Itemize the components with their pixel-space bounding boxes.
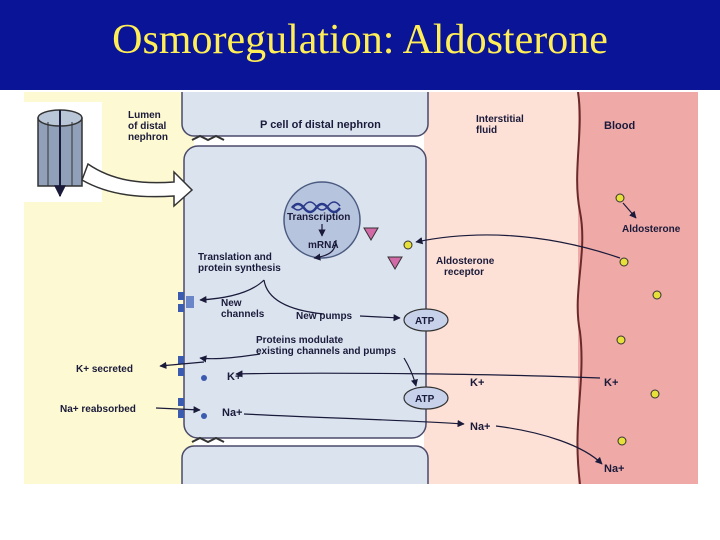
translation-label: Translation and protein synthesis <box>198 252 281 274</box>
interstitial-label-line-1: Interstitial <box>476 114 524 125</box>
modulate-to-channels-arrow <box>199 353 261 363</box>
na-interstitial-to-blood-arrow <box>495 425 603 465</box>
na-reabsorbed-label: Na+ reabsorbed <box>60 404 136 415</box>
aldosterone-receptor-label-line-2: receptor <box>444 267 484 278</box>
proteins-modulate-label-line-2: existing channels and pumps <box>256 346 396 357</box>
interstitial-region <box>424 92 578 484</box>
k-channel <box>178 356 184 376</box>
new-channels <box>178 292 194 312</box>
new-channels-label: New channels <box>221 298 265 320</box>
na-cell-label: Na+ <box>222 407 243 419</box>
translation-to-pumps-arrow <box>263 279 325 315</box>
interstitial-label: Interstitial fluid <box>476 114 527 136</box>
blood-region <box>578 92 698 484</box>
aldosterone-molecule-1-arrow <box>622 202 637 219</box>
translation-label-line-2: protein synthesis <box>198 263 281 274</box>
na-channel <box>178 398 184 418</box>
aldosterone-molecule-1 <box>615 193 625 203</box>
new-pumps-label: New pumps <box>296 311 353 322</box>
new-channels-label-line-1: New <box>221 298 242 309</box>
p-cell-label: P cell of distal nephron <box>260 119 381 131</box>
atp-pump-top <box>403 308 449 332</box>
aldosterone-receptor-label: Aldosterone receptor <box>436 256 497 278</box>
aldosterone-label: Aldosterone <box>622 224 681 235</box>
new-channels-label-line-2: channels <box>221 309 265 320</box>
nephron-tubule-icon <box>37 109 83 198</box>
nucleus <box>283 181 361 259</box>
k-blood-to-cell-arrow <box>235 370 601 379</box>
aldosterone-entry-arrow <box>415 234 621 259</box>
k-cell-label: K+ <box>227 371 241 383</box>
na-interstitial-label: Na+ <box>470 421 491 433</box>
aldosterone-molecule-2 <box>619 257 629 267</box>
aldosterone-in-cell <box>403 240 413 250</box>
atp-bottom-label: ATP <box>415 394 435 405</box>
lumen-label: Lumen of distal nephron <box>128 110 169 143</box>
aldosterone-molecule-4 <box>616 335 626 345</box>
proteins-modulate-label: Proteins modulate existing channels and … <box>256 335 396 357</box>
aldosterone-receptor-free <box>387 256 403 270</box>
blood-label: Blood <box>604 120 635 132</box>
k-blood-label: K+ <box>604 377 618 389</box>
tight-junction-bottom <box>191 436 225 444</box>
na-cell-to-interstitial-arrow <box>243 413 465 428</box>
k-interstitial-label: K+ <box>470 377 484 389</box>
diagram: Transcription mRNA Lumen of distal nephr… <box>24 92 698 484</box>
blood-vessel-wall <box>576 92 584 484</box>
slide-title: Osmoregulation: Aldosterone <box>112 17 608 63</box>
mrna-to-translation-arrow <box>313 239 337 261</box>
atp-top-label: ATP <box>415 316 435 327</box>
aldosterone-molecule-6 <box>617 436 627 446</box>
tight-junction-top <box>191 134 225 142</box>
atp-pump-bottom <box>403 386 449 410</box>
na-ion <box>201 413 207 419</box>
aldosterone-molecule-3 <box>652 290 662 300</box>
transcription-label: Transcription <box>287 212 350 223</box>
lumen-label-line-3: nephron <box>128 132 168 143</box>
title-bar: Osmoregulation: Aldosterone <box>0 0 720 90</box>
translation-label-line-1: Translation and <box>198 252 272 263</box>
aldosterone-receptor-label-line-1: Aldosterone <box>436 256 495 267</box>
k-secreted-label: K+ secreted <box>76 364 133 375</box>
upper-cell <box>181 92 429 137</box>
interstitial-label-line-2: fluid <box>476 125 497 136</box>
modulate-to-pumps-arrow <box>403 357 418 387</box>
to-new-channels-arrow <box>199 279 265 304</box>
k-secreted-arrow <box>159 361 205 369</box>
k-ion <box>201 375 207 381</box>
aldosterone-molecule-5 <box>650 389 660 399</box>
lower-cell <box>181 445 429 484</box>
zoom-arrow <box>81 162 194 208</box>
lumen-label-line-1: Lumen <box>128 110 161 121</box>
mrna-label: mRNA <box>308 240 339 251</box>
aldosterone-receptor-bound <box>363 227 379 241</box>
new-pumps-arrow <box>359 314 401 322</box>
proteins-modulate-label-line-1: Proteins modulate <box>256 335 344 346</box>
na-blood-label: Na+ <box>604 463 625 475</box>
na-reabsorbed-arrow <box>155 406 201 414</box>
lumen-label-line-2: of distal <box>128 121 167 132</box>
